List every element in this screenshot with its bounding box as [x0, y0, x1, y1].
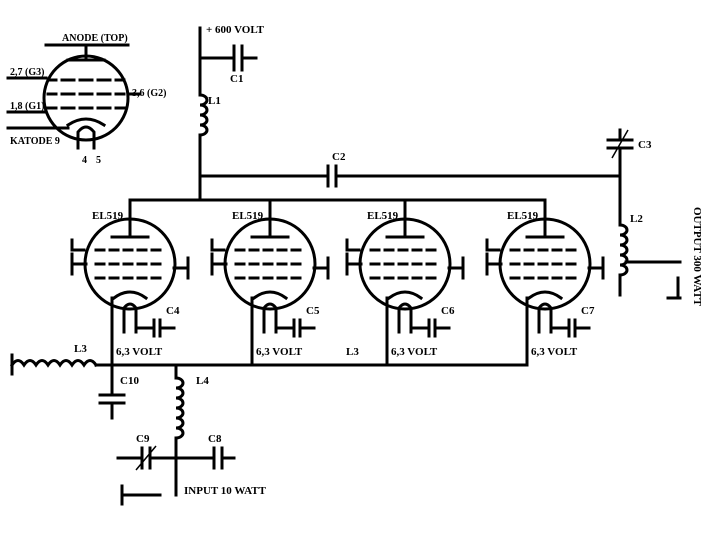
l3-mid-label: L3: [346, 346, 359, 358]
key-g1-label: 1,8 (G1): [10, 101, 44, 112]
l4-label: L4: [196, 375, 209, 387]
pin-key-tube: [6, 43, 142, 150]
key-anode-label: ANODE (TOP): [62, 33, 128, 44]
input-label: INPUT 10 WATT: [184, 485, 267, 497]
heater-label: 6,3 VOLT: [531, 346, 578, 358]
c1-label: C1: [230, 73, 243, 85]
heater-label: 6,3 VOLT: [256, 346, 303, 358]
tube-label: EL519: [232, 210, 264, 222]
key-heater-b-label: 5: [96, 155, 101, 166]
c2-label: C2: [332, 151, 346, 163]
cap-label-c7: C7: [581, 305, 595, 317]
heater-label: 6,3 VOLT: [116, 346, 163, 358]
key-cathode-label: KATODE 9: [10, 136, 60, 147]
cap-label-c5: C5: [306, 305, 320, 317]
output-label: OUTPUT 300 WATT: [691, 207, 703, 307]
l2-label: L2: [630, 213, 643, 225]
c3-label: C3: [638, 139, 652, 151]
supply-label: + 600 VOLT: [206, 24, 265, 36]
output-network: [606, 128, 682, 300]
c8-label: C8: [208, 433, 222, 445]
c10-label: C10: [120, 375, 139, 387]
l1-label: L1: [208, 95, 221, 107]
tube-label: EL519: [92, 210, 124, 222]
tube-label: EL519: [367, 210, 399, 222]
supply-wiring: [198, 26, 622, 202]
tube-label: EL519: [507, 210, 539, 222]
key-heater-a-label: 4: [82, 155, 87, 166]
heater-label: 6,3 VOLT: [391, 346, 438, 358]
c9-label: C9: [136, 433, 150, 445]
l3-left-label: L3: [74, 343, 87, 355]
key-g2-label: 3,6 (G2): [132, 88, 166, 99]
cap-label-c4: C4: [166, 305, 180, 317]
key-g3-label: 2,7 (G3): [10, 67, 44, 78]
cap-label-c6: C6: [441, 305, 455, 317]
cathode-network: [9, 353, 527, 506]
